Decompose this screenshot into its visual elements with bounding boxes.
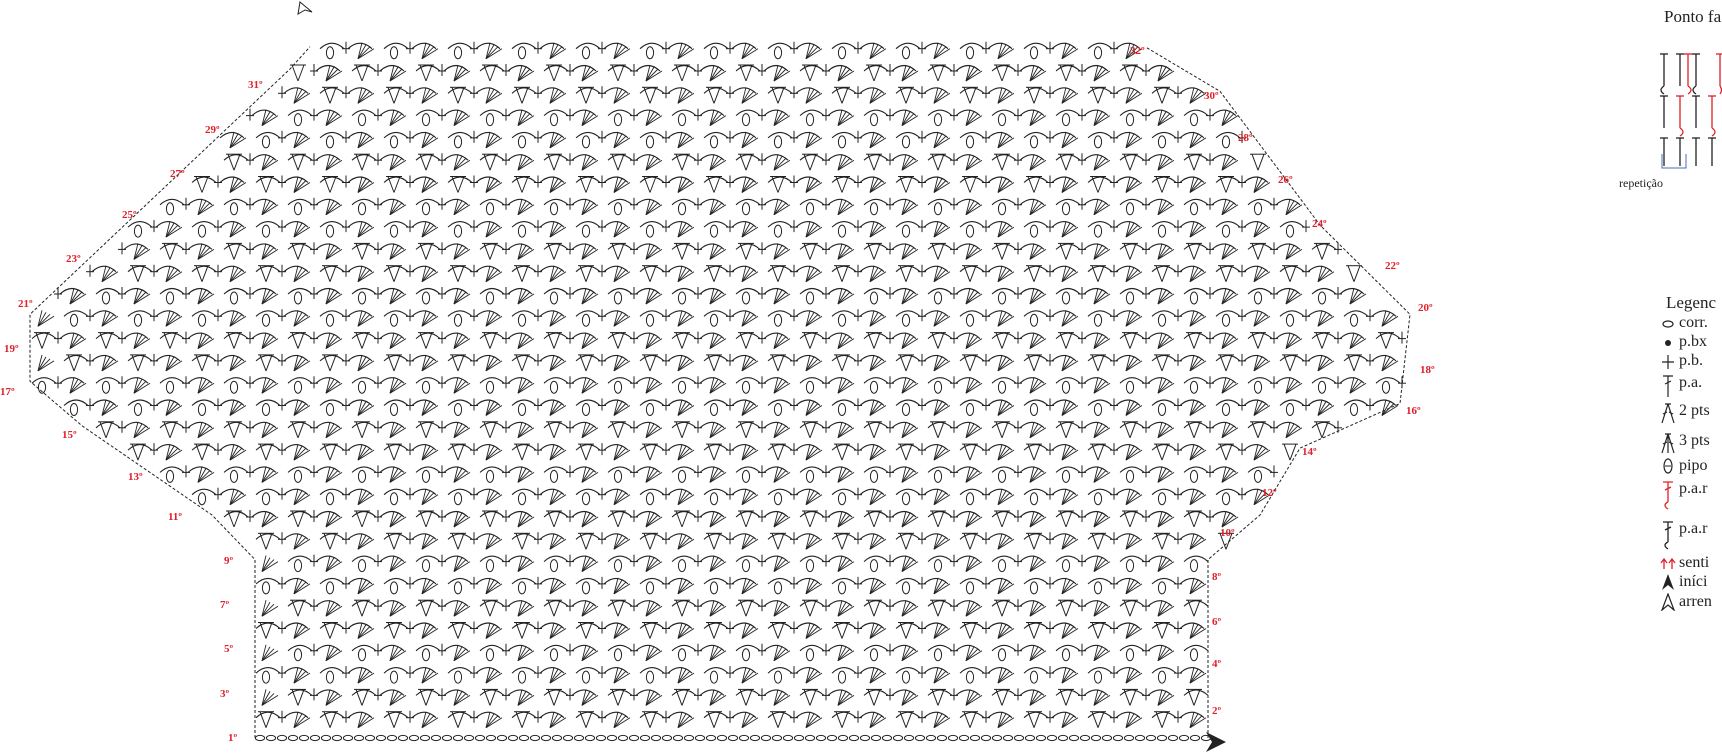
stitch-sample-title: Ponto fa xyxy=(1664,7,1721,27)
three-together-icon xyxy=(1660,432,1676,454)
right-edge xyxy=(1145,47,1410,738)
two-together-icon xyxy=(1660,402,1676,424)
row-label: 15º xyxy=(62,429,77,441)
row-label: 10º xyxy=(1220,527,1235,539)
row-label: 5º xyxy=(224,643,234,655)
row-label: 21º xyxy=(18,298,33,310)
chart-row xyxy=(262,599,1208,616)
row-label: 25º xyxy=(122,209,137,221)
row-label: 1º xyxy=(228,732,238,744)
row-labels: 1º 3º 5º 7º 9º 11º 13º 15º 17º 19º 21º 23º 25º 27º 29º… xyxy=(0,45,1435,744)
chart-row xyxy=(256,711,1206,728)
chart-row xyxy=(160,198,1302,215)
post-stitch-icon xyxy=(1660,520,1676,550)
row-label: 30º xyxy=(1204,90,1219,102)
start-arrow-icon xyxy=(1206,732,1226,752)
chart-row xyxy=(220,131,1246,148)
chart-row xyxy=(32,376,1406,393)
row-label: 24º xyxy=(1312,218,1327,230)
chart-row xyxy=(160,465,1278,482)
start-arrow-icon xyxy=(1660,573,1676,591)
single-crochet-icon xyxy=(1660,352,1676,370)
row-label: 31º xyxy=(248,79,263,91)
chart-row xyxy=(128,443,1298,460)
chart-row xyxy=(320,42,1142,59)
row-label: 12º xyxy=(1262,487,1277,499)
chart-row xyxy=(278,86,1206,103)
row-label: 8º xyxy=(1212,571,1222,583)
chart-row xyxy=(262,688,1208,705)
chart-row xyxy=(246,109,1238,126)
row-label: 20º xyxy=(1418,302,1433,314)
row-label: 19º xyxy=(4,343,19,355)
chart-row xyxy=(262,644,1208,661)
row-label: 17º xyxy=(0,386,15,398)
row-label: 6º xyxy=(1212,616,1222,628)
direction-arrows-icon xyxy=(1660,554,1676,572)
row-label: 9º xyxy=(224,555,234,567)
red-post-stitch-icon xyxy=(1660,480,1676,510)
row-label: 29º xyxy=(205,124,220,136)
popcorn-icon xyxy=(1660,457,1676,475)
chart-row xyxy=(86,265,1362,282)
stitch-sample-swatch xyxy=(1660,50,1722,170)
chart-row xyxy=(256,577,1206,594)
row-label: 23º xyxy=(66,253,81,265)
row-label: 18º xyxy=(1420,364,1435,376)
chart-row xyxy=(128,220,1310,237)
chart-row xyxy=(224,510,1238,527)
row-label: 14º xyxy=(1302,446,1317,458)
finish-arrow-icon xyxy=(298,2,312,14)
chart-row xyxy=(256,666,1206,683)
legend-title: Legenc xyxy=(1666,293,1716,313)
chart-row xyxy=(64,399,1398,416)
row-label: 16º xyxy=(1406,405,1421,417)
row-label: 32º xyxy=(1130,45,1145,57)
row-label: 4º xyxy=(1212,658,1222,670)
repeat-label: repetição xyxy=(1619,176,1663,191)
chart-body xyxy=(30,2,1410,752)
chart-row xyxy=(255,735,1210,740)
row-label: 3º xyxy=(220,688,230,700)
chart-row xyxy=(192,176,1270,193)
row-label: 13º xyxy=(128,471,143,483)
chart-row xyxy=(256,622,1206,639)
chart-row xyxy=(262,555,1208,572)
chart-row xyxy=(38,309,1398,326)
chart-row xyxy=(96,421,1342,438)
row-label: 26º xyxy=(1278,174,1293,186)
chart-row xyxy=(224,153,1266,170)
row-label: 27º xyxy=(170,168,185,180)
chart-row xyxy=(32,332,1406,349)
chain-icon xyxy=(1660,314,1676,332)
double-crochet-icon xyxy=(1660,374,1676,398)
row-label: 7º xyxy=(220,599,230,611)
chart-row xyxy=(54,287,1366,304)
finish-arrow-icon xyxy=(1660,593,1676,611)
row-label: 22º xyxy=(1385,260,1400,272)
chart-row xyxy=(118,242,1342,259)
chart-row xyxy=(192,488,1270,505)
chart-row xyxy=(256,532,1234,549)
chart-row xyxy=(290,64,1174,81)
row-label: 28º xyxy=(1238,132,1253,144)
row-label: 2º xyxy=(1212,705,1222,717)
row-label: 11º xyxy=(168,511,182,523)
slip-stitch-icon xyxy=(1660,333,1676,351)
chart-row xyxy=(38,354,1398,371)
